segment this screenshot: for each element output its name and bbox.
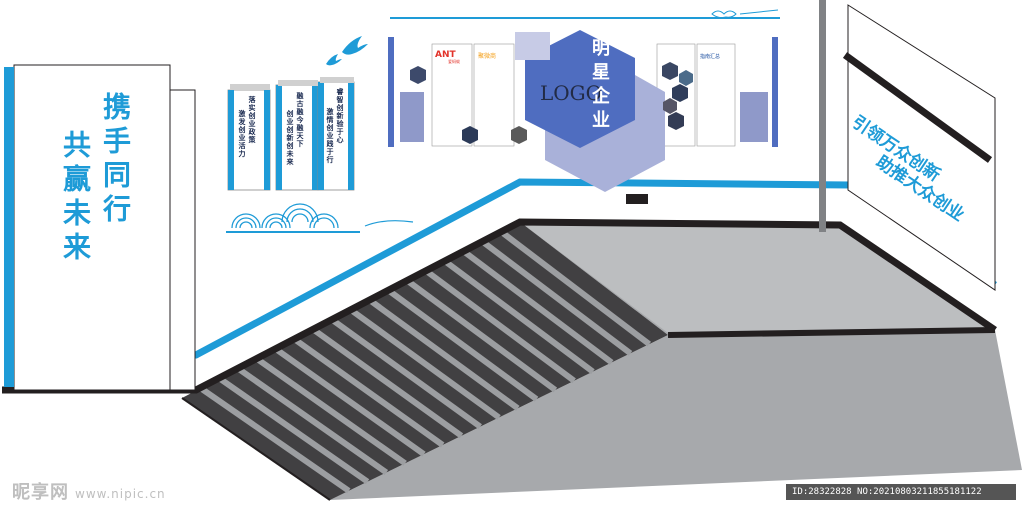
slogan-left-col1: 携手同行 xyxy=(99,92,132,228)
photo-hex-5 xyxy=(679,70,693,86)
banner-frames xyxy=(227,77,355,191)
photo-hex-7 xyxy=(663,98,677,114)
banner-1-line1: 落实创业政策 xyxy=(248,96,256,144)
right-panel xyxy=(847,4,996,291)
banner-3-line2: 激情创业践于行 xyxy=(326,108,334,164)
ramp-stripe xyxy=(424,268,576,384)
board-right-block xyxy=(740,92,768,142)
ramp-stripe xyxy=(217,375,370,485)
banner-2-line1: 融古融今融天下 xyxy=(296,92,304,148)
right-panel-dark-stroke xyxy=(842,52,993,163)
watermark-id: ID:28322828 NO:20210803211855181122 xyxy=(786,484,1016,500)
cloud-ornament-bottom xyxy=(231,203,339,229)
ramp-stripe xyxy=(368,297,520,411)
board-left-block xyxy=(400,92,424,142)
brand-yellow: 聚微商 xyxy=(478,52,496,60)
watermark-url: www.nipic.cn xyxy=(75,487,166,501)
banner-3-line1: 睿智创新验于心 xyxy=(336,88,344,144)
pole xyxy=(819,0,826,232)
cloud-line-top xyxy=(739,9,779,15)
ramp-stripe xyxy=(405,278,558,393)
ramp-stripe xyxy=(292,336,445,448)
ramp-stripe xyxy=(499,229,652,347)
ramp-stripe xyxy=(274,346,426,457)
photo-hex-3 xyxy=(511,126,527,144)
bird-icon-small xyxy=(326,54,342,66)
star-enterprise-text: 明星企业 xyxy=(589,38,610,134)
ramp-stripe xyxy=(199,385,351,494)
photo-hex-1 xyxy=(410,66,426,84)
ramp-stripes xyxy=(199,229,652,494)
ramp-stripe xyxy=(255,356,407,466)
watermark-site: 昵享网 www.nipic.cn xyxy=(12,478,166,504)
brand-ant: ANT xyxy=(435,50,456,60)
logo-text: LOGO xyxy=(540,81,602,105)
photo-hex-2 xyxy=(462,126,478,144)
ramp-stripe xyxy=(480,239,633,356)
hex-shadow xyxy=(515,32,550,60)
photo-hex-6 xyxy=(672,84,688,102)
ramp-stripe xyxy=(443,258,595,375)
left-panel-blue-edge xyxy=(4,67,14,387)
ramp-stripe xyxy=(386,288,539,402)
brand-blue: 指南汇总 xyxy=(700,53,720,60)
brand-ant-sub: 爱蚂蚁 xyxy=(448,58,460,64)
ramp-stripe xyxy=(311,327,464,439)
ramp-stripe xyxy=(461,248,614,365)
board-panel-2 xyxy=(473,43,515,147)
wall-badge xyxy=(626,194,648,204)
board-left-bar xyxy=(388,37,394,147)
cloud-ornament-top xyxy=(711,10,737,19)
hex-logo xyxy=(525,30,635,148)
ramp-stripe xyxy=(330,317,482,430)
bird-icon-large xyxy=(342,36,368,55)
board-right-bar xyxy=(772,37,778,147)
left-panel-back xyxy=(169,89,196,391)
slogan-left-col2: 共赢未来 xyxy=(59,130,92,266)
cloud-tail xyxy=(364,220,414,227)
ramp-edge xyxy=(181,397,331,501)
floor-border-right xyxy=(667,327,996,338)
watermark-site-name: 昵享网 xyxy=(12,482,69,503)
ramp-stripe xyxy=(349,307,501,420)
banner-2-line2: 创业创新创未来 xyxy=(286,110,294,166)
board-panel-4 xyxy=(696,43,736,147)
ramp-stripe xyxy=(236,366,389,475)
banner-1-line2: 激发创业活力 xyxy=(238,110,246,158)
photo-hex-4 xyxy=(662,62,678,80)
photo-hex-8 xyxy=(668,112,684,130)
